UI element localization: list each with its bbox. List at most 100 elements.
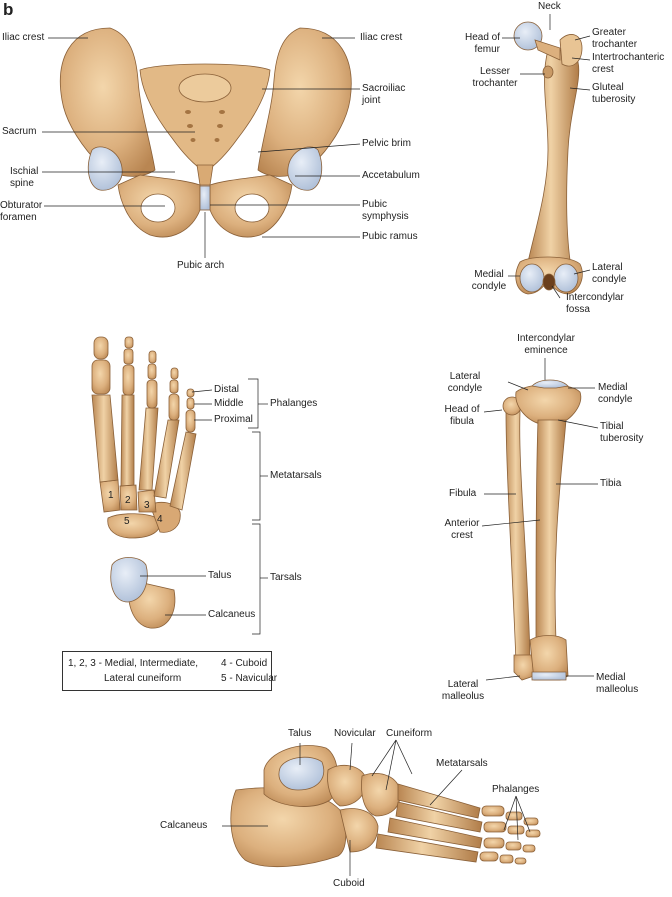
lateral-condyle-shape [553,263,579,293]
pelvis-drawing [59,27,352,238]
label-intercondylar-eminence: Intercondylar eminence [517,333,575,356]
label-femur-medial-condyle: Medial condyle [471,269,507,292]
dorsal-talus [110,557,148,603]
label-tibia: Tibia [600,478,622,489]
label-intertrochanteric-crest: Intertrochanteric crest [592,52,665,75]
left-ilium [59,27,156,177]
toe-4-proximal [168,393,180,421]
femur-head [513,21,543,51]
label-head-of-fibula: Head of fibula [444,404,480,427]
label-head-of-femur: Head of femur [464,32,500,55]
tibia-eminence [531,379,569,389]
label-novicular: Novicular [334,728,376,739]
dorsal-cuboid [149,501,181,533]
lat-metatarsal-c [387,817,483,849]
label-phalanges: Phalanges [270,398,318,409]
legend-line1-right: 4 - Cuboid [221,658,268,669]
label-cuneiform-2: 2 [125,495,131,506]
label-medial-malleolus: Medial malleolus [596,672,639,695]
lateral-foot-leader-lines [222,739,531,876]
lat-metatarsal-d [375,833,479,863]
toe-5-middle [186,397,195,410]
lateral-cuneiforms [361,773,401,817]
metatarsal-3 [138,407,159,491]
toe-5-proximal [185,409,196,433]
label-accetabulum: Accetabulum [362,170,420,181]
label-tibia-medial-condyle: Medial condyle [598,382,633,405]
dorsal-cuneiform-3 [137,489,157,513]
label-pubic-ramus: Pubic ramus [362,231,418,242]
label-tibia-lateral-condyle: Lateral condyle [447,371,483,394]
label-lesser-trochanter: Lesser trochanter [472,66,518,89]
toe-2-middle [123,348,134,365]
toe-1-proximal [91,359,111,395]
legend-line2-right: 5 - Navicular [221,673,278,684]
coccyx [196,164,214,186]
toe-3-proximal [146,379,158,409]
femur-leader-lines [502,14,591,299]
label-cuneiform-3: 3 [144,500,150,511]
toe-4-middle [169,379,179,394]
label-middle: Middle [214,398,244,409]
label-lateral-talus: Talus [288,728,312,739]
label-greater-trochanter: Greater trochanter [592,27,638,50]
toe-2-distal [124,336,134,349]
femur-neck [534,39,561,61]
dorsal-foot-drawing [91,336,197,629]
toe-2-proximal [122,364,135,396]
label-pubic-arch: Pubic arch [177,260,225,271]
label-tarsals: Tarsals [270,572,302,583]
lateral-talus-cartilage [278,756,324,791]
lateral-navicular [327,764,367,807]
label-dorsal-talus: Talus [208,570,232,581]
label-distal: Distal [214,384,240,395]
label-cuneiform-1: 1 [108,490,114,501]
label-cuneiform: Cuneiform [386,728,433,739]
label-metatarsals: Metatarsals [270,470,322,481]
left-obturator-foramen [140,193,176,223]
fibula-shaft [503,400,531,663]
label-fibula: Fibula [449,488,477,499]
label-obturator-foramen: Obturator foramen [0,200,43,223]
label-lateral-calcaneus: Calcaneus [160,820,208,831]
legend-line1-left: 1, 2, 3 - Medial, Intermediate, [68,658,199,669]
toe-3-middle [147,363,157,380]
sacrum-body [178,73,232,103]
metatarsal-1 [91,394,119,483]
lateral-foot-drawing [230,745,541,868]
label-neck: Neck [538,1,561,12]
right-obturator-foramen [234,193,270,223]
label-gluteal-tuberosity: Gluteal tuberosity [592,82,636,105]
label-lateral-malleolus: Lateral malleolus [441,679,485,702]
left-acetabulum [87,146,123,191]
label-sacroiliac-joint: Sacroiliac joint [362,83,406,106]
toe-5-distal [186,388,195,398]
lateral-malleolus-shape [513,654,535,681]
label-iliac-crest-right: Iliac crest [360,32,403,43]
tibia-shaft [535,419,567,641]
right-acetabulum [287,146,323,191]
lat-metatarsal-a [397,783,481,819]
tibia-plateau [515,384,582,425]
label-intercondylar-fossa: Intercondylar fossa [566,292,624,315]
label-proximal: Proximal [214,414,253,425]
toe-1-distal [93,336,109,360]
label-iliac-crest-left: Iliac crest [2,32,45,43]
metatarsal-2 [120,394,135,487]
pubic-symphysis [199,185,211,211]
label-cuboid-4: 4 [157,514,163,525]
leg-drawing [502,379,582,681]
label-anterior-crest: Anterior crest [444,518,480,541]
label-pubic-symphysis: Pubic symphysis [362,199,409,222]
tibia-distal-cartilage [531,671,567,681]
femur-drawing [513,21,583,295]
lateral-cuboid [339,808,379,853]
label-lateral-metatarsals: Metatarsals [436,758,488,769]
label-sacrum: Sacrum [2,126,37,137]
sacrum [139,63,271,173]
label-lateral-cuboid: Cuboid [333,878,365,889]
label-pelvic-brim: Pelvic brim [362,138,411,149]
pelvis-leader-lines [42,37,361,258]
label-tibial-tuberosity: Tibial tuberosity [600,421,644,444]
